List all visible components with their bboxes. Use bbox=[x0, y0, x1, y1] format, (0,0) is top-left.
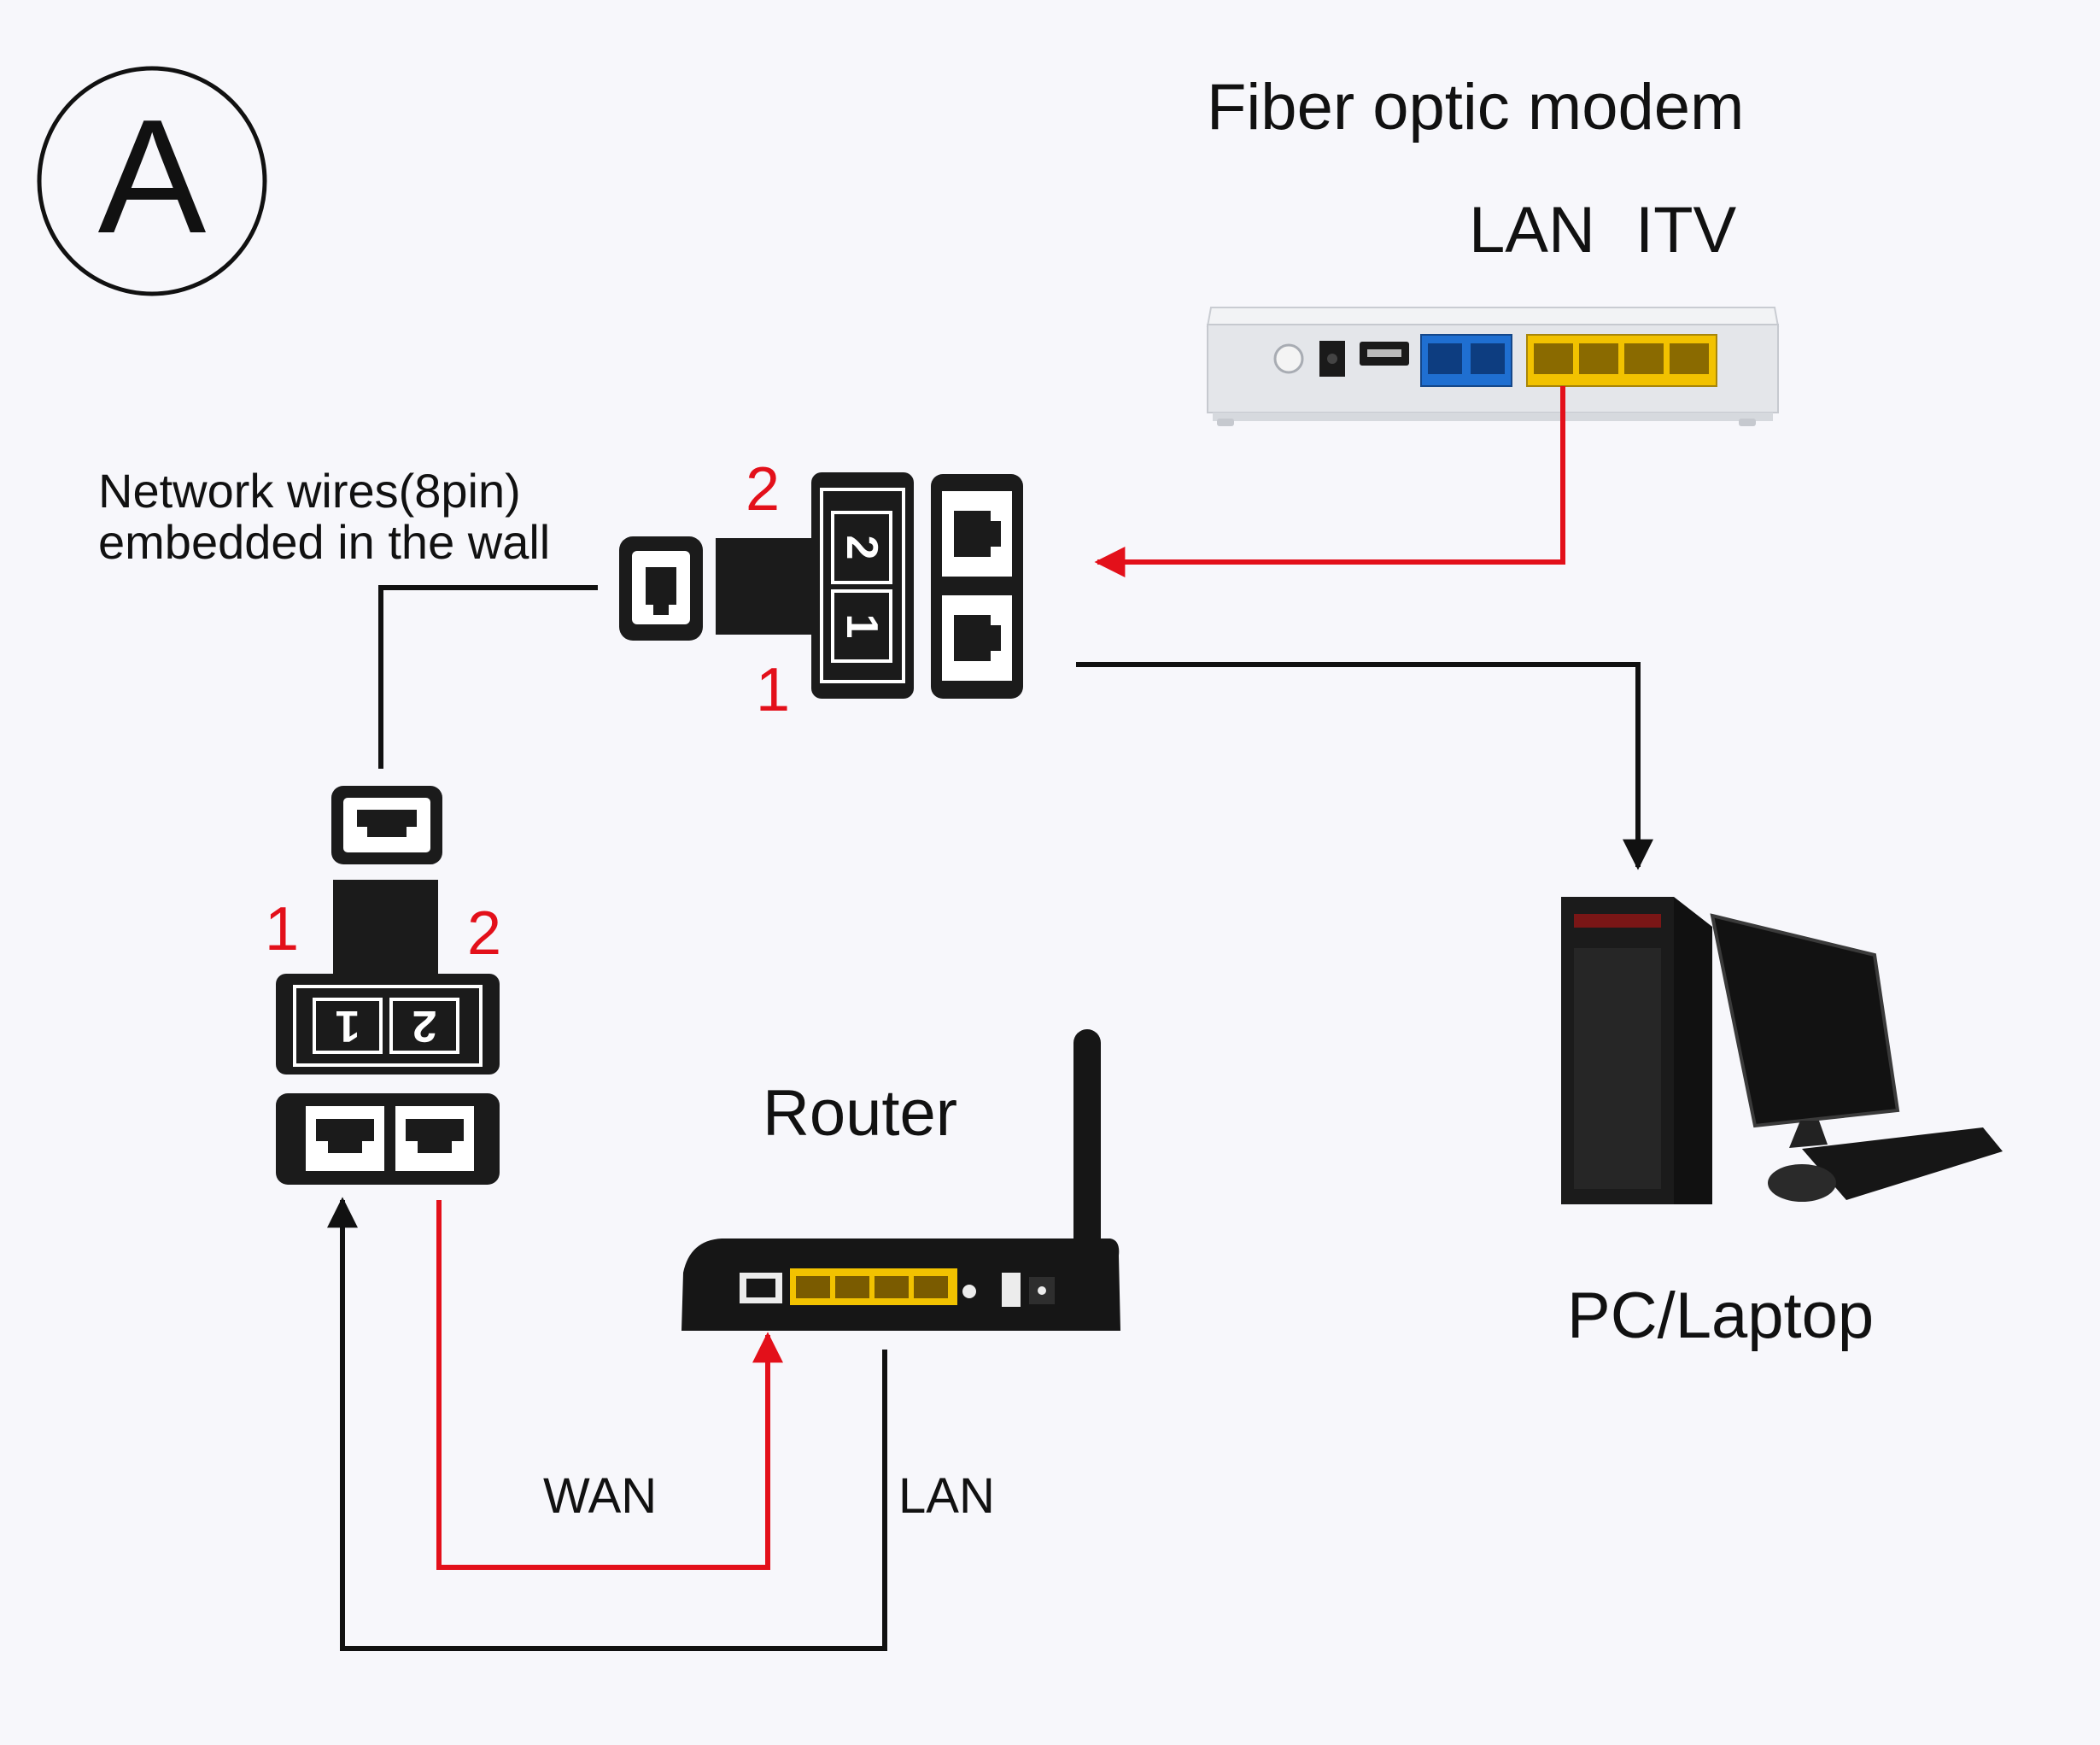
modem-usb-tongue bbox=[1367, 349, 1401, 357]
modem-lan-port-2 bbox=[1579, 343, 1618, 374]
cable-wall-wire-black bbox=[378, 585, 598, 769]
badge-a: A bbox=[37, 66, 267, 296]
cable-modem-to-splitter-red bbox=[1094, 386, 1565, 577]
modem-port-lan-label: LAN bbox=[1469, 194, 1595, 266]
pc-monitor-stand bbox=[1789, 1121, 1828, 1148]
splitter-bottom-port1-number: 1 bbox=[265, 895, 299, 963]
pc-keyboard bbox=[1802, 1127, 2003, 1200]
splitter-top-inner-digit-1: 1 bbox=[837, 614, 886, 639]
router-lan-port-4 bbox=[914, 1276, 948, 1298]
router-power-switch bbox=[1002, 1273, 1021, 1307]
splitter-top-port2-number: 2 bbox=[746, 455, 780, 524]
modem-base bbox=[1213, 413, 1773, 421]
pc-monitor-screen bbox=[1710, 913, 1900, 1128]
fiber-modem bbox=[1206, 307, 1780, 426]
splitter-top-inner-slot-2 bbox=[831, 511, 892, 584]
splitter-top-output-latch-1 bbox=[954, 615, 1001, 661]
splitter-bottom-body bbox=[276, 974, 500, 1075]
splitter-bottom-inner-digit-2: 2 bbox=[412, 1001, 437, 1051]
pc-laptop bbox=[1561, 897, 2003, 1204]
modem-foot-left bbox=[1217, 419, 1234, 426]
wan-label: WAN bbox=[543, 1468, 658, 1524]
wall-note-line1: Network wires(8pin) bbox=[98, 464, 521, 518]
modem-top-face bbox=[1206, 307, 1780, 327]
wall-note-line2: embedded in the wall bbox=[98, 515, 551, 569]
pc-tower-side bbox=[1674, 897, 1712, 1204]
splitter-bottom-body-frame bbox=[293, 985, 483, 1067]
cable-lan-black bbox=[327, 1197, 887, 1651]
pc-title: PC/Laptop bbox=[1567, 1279, 1875, 1352]
pc-tower-grille bbox=[1574, 948, 1661, 1189]
splitter-top-inner-digit-2: 2 bbox=[837, 536, 886, 560]
splitter-bottom-output-latch-1 bbox=[316, 1119, 374, 1153]
modem-power-button bbox=[1273, 343, 1304, 374]
splitter-bottom-port2-number: 2 bbox=[467, 899, 501, 968]
modem-port-itv-label: ITV bbox=[1635, 194, 1737, 266]
splitter-bottom: 1 2 1 2 bbox=[265, 786, 501, 1185]
router-power-jack-pin bbox=[1038, 1286, 1046, 1295]
router-wan-socket bbox=[746, 1279, 775, 1297]
splitter-top-output-latch-2 bbox=[954, 511, 1001, 557]
router-lan-port-3 bbox=[875, 1276, 909, 1298]
splitter-bottom-stem bbox=[333, 880, 438, 975]
router-lan-port-1 bbox=[796, 1276, 830, 1298]
modem-lan-port-4 bbox=[1670, 343, 1709, 374]
splitter-bottom-inner-slot-1 bbox=[313, 998, 383, 1054]
modem-phone-port-1 bbox=[1428, 343, 1462, 374]
splitter-bottom-output-latch-2 bbox=[406, 1119, 464, 1153]
router-lan-port-2 bbox=[835, 1276, 869, 1298]
router-title: Router bbox=[763, 1077, 958, 1150]
lan-label: LAN bbox=[898, 1468, 995, 1524]
router bbox=[681, 1029, 1120, 1331]
modem-foot-right bbox=[1739, 419, 1756, 426]
modem-dc-jack-pin bbox=[1327, 354, 1337, 364]
splitter-bottom-input-latch bbox=[357, 810, 417, 837]
modem-phone-port-2 bbox=[1471, 343, 1505, 374]
splitter-top-body bbox=[811, 472, 914, 699]
splitter-bottom-inner-slot-2 bbox=[389, 998, 459, 1054]
splitter-bottom-inner-digit-1: 1 bbox=[336, 1001, 360, 1051]
splitter-top-inner-slot-1 bbox=[831, 589, 892, 663]
splitter-top: 2 1 2 1 bbox=[619, 455, 1023, 724]
splitter-top-input-latch bbox=[646, 567, 676, 615]
badge-letter: A bbox=[98, 86, 207, 267]
badge-circle bbox=[37, 66, 267, 296]
modem-lan-port-3 bbox=[1624, 343, 1664, 374]
pc-mouse bbox=[1768, 1164, 1836, 1202]
splitter-top-stem bbox=[716, 538, 811, 635]
cable-splitter-to-pc-black bbox=[1076, 662, 1653, 870]
router-reset-button bbox=[962, 1285, 976, 1298]
splitter-top-body-frame bbox=[820, 488, 905, 683]
modem-title: Fiber optic modem bbox=[1207, 71, 1745, 143]
modem-lan-port-1 bbox=[1534, 343, 1573, 374]
cable-wan-red bbox=[436, 1200, 783, 1570]
splitter-top-port1-number: 1 bbox=[756, 656, 790, 724]
pc-tower-drive-bay bbox=[1574, 914, 1661, 928]
